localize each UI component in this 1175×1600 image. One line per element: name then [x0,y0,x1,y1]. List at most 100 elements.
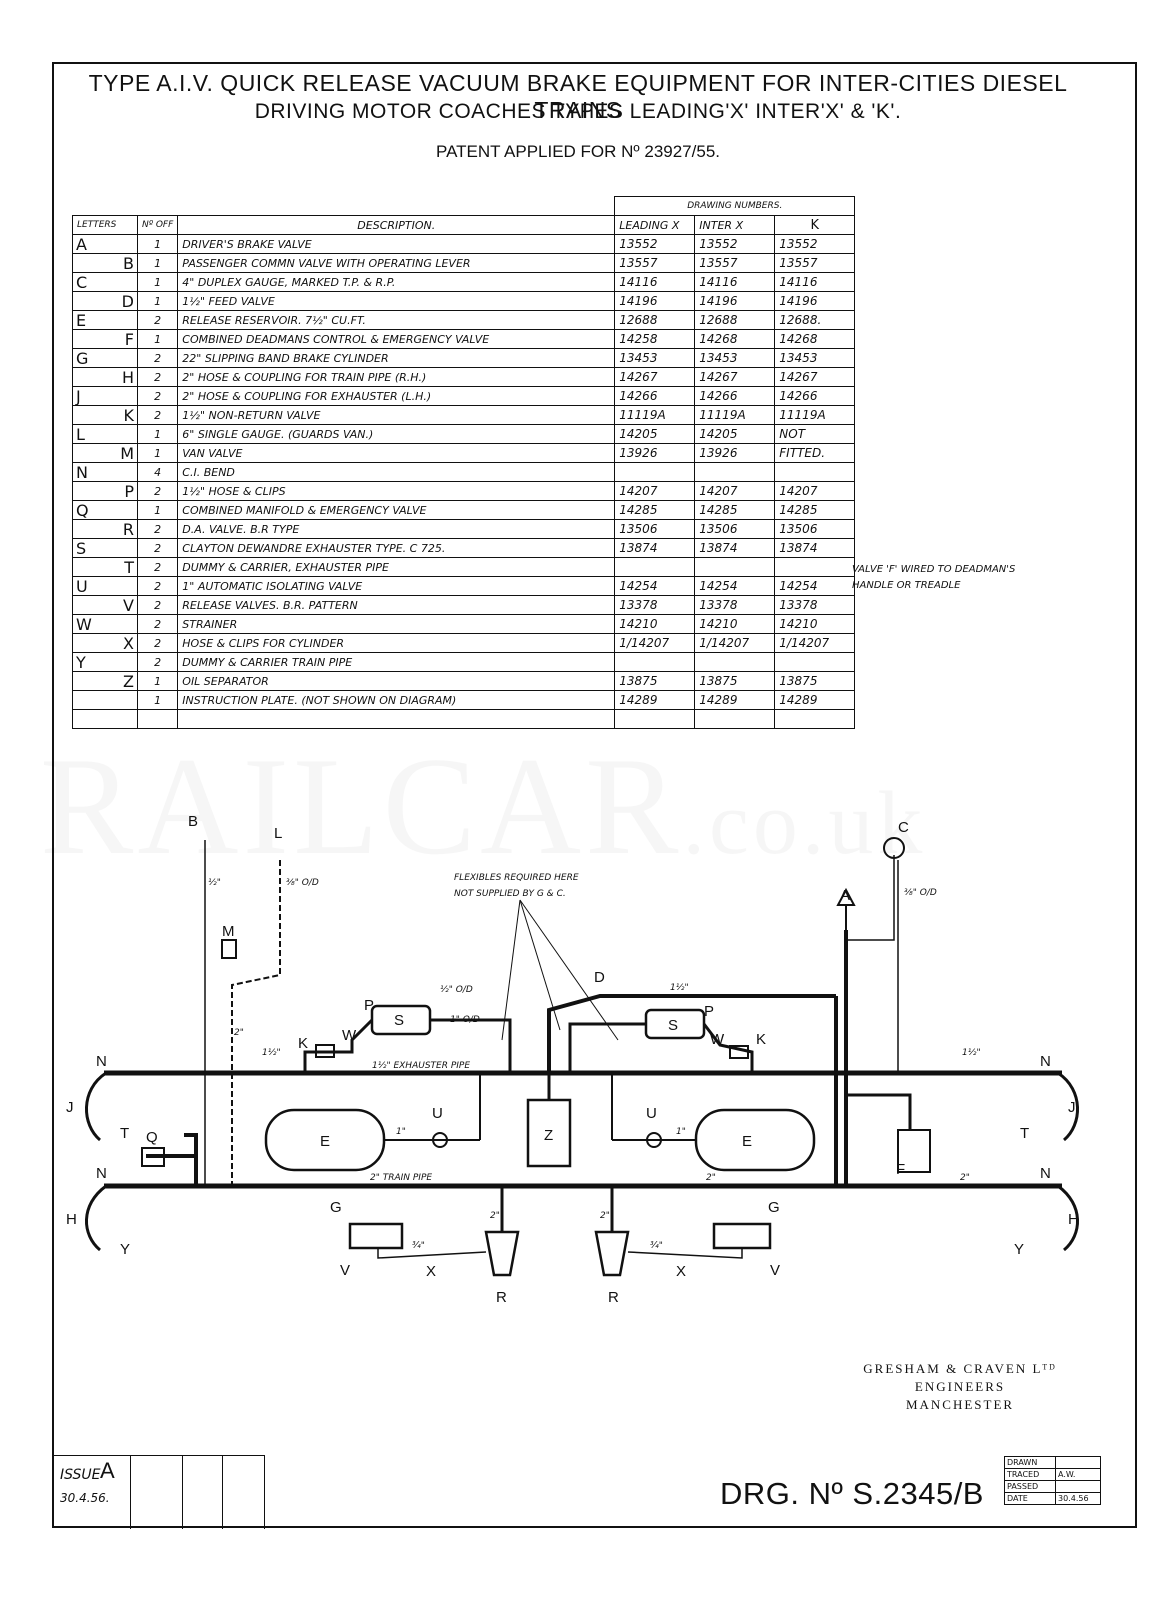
size-half-left-exh: 1½" [262,1048,281,1058]
label-e-left: E [320,1133,330,1150]
manifold-valve-q [141,1147,165,1167]
label-b: B [188,813,198,830]
drawing-border [52,62,1137,1528]
cell-leading: 14205 [614,424,696,444]
patent-line: PATENT APPLIED FOR Nº 23927/55. [436,142,720,161]
cell-letter: G [72,348,138,368]
issue-letter: A [100,1458,115,1483]
label-d: D [594,969,605,986]
cell-leading: 14267 [614,367,696,387]
label-e-right: E [742,1133,752,1150]
flex-note-line2: NOT SUPPLIED BY G & C. [454,889,566,899]
feed-pipe [547,994,836,1073]
table-row [72,709,856,729]
label-a: A [840,887,850,904]
cell-desc: 2" HOSE & COUPLING FOR EXHAUSTER (L.H.) [177,386,616,406]
label-j-left: J [66,1099,74,1116]
pipe-l [231,860,281,1186]
cell-desc: PASSENGER COMMN VALVE WITH OPERATING LEV… [177,253,616,273]
train-pipe-label: 2" TRAIN PIPE [370,1173,432,1183]
signoff-label: DATE [1004,1492,1056,1505]
cell-desc: DUMMY & CARRIER, EXHAUSTER PIPE [177,557,616,577]
label-p-right: P [704,1003,714,1020]
hose-x-right [627,1248,743,1259]
size-one-left: 1" [396,1127,406,1137]
size-half-b: ½" [208,878,221,888]
cell-k: 12688. [774,310,856,330]
cell-leading: 13874 [614,538,696,558]
label-v-left: V [340,1262,350,1279]
isolating-valve-u-left [432,1132,448,1148]
label-n-3: N [96,1165,107,1182]
cell-inter: 14285 [694,500,776,520]
non-return-valve-k-left [315,1044,335,1058]
label-p-left: P [364,997,374,1014]
cell-leading: 13926 [614,443,696,463]
label-s-left: S [394,1012,404,1029]
duplex-gauge-c [883,837,905,859]
hose-x-left [377,1248,487,1259]
label-f: F [896,1161,905,1178]
reservoir-e-right [694,1108,816,1172]
exhauster-pipe-label: 1½" EXHAUSTER PIPE [372,1061,470,1071]
signoff-row: PASSED [1004,1480,1101,1493]
label-c: C [898,819,909,836]
hose-j-right [1057,1071,1079,1142]
cell-leading: 14266 [614,386,696,406]
label-w-right: W [710,1031,725,1048]
cell-inter: 13552 [694,234,776,254]
size-2-far-right: 2" [960,1173,970,1183]
label-x-right: X [676,1263,686,1280]
cell-desc: HOSE & CLIPS FOR CYLINDER [177,633,616,653]
title-line-1: TYPE A.I.V. QUICK RELEASE VACUUM BRAKE E… [88,70,1068,123]
signoff-label: TRACED [1004,1468,1056,1481]
label-x-left: X [426,1263,436,1280]
cell-leading: 13557 [614,253,696,273]
drawing-number: DRG. Nº S.2345/B [720,1476,984,1511]
cell-leading: 13378 [614,595,696,615]
non-return-valve-k-right [729,1045,749,1059]
size-od-l: ⅜" O/D [286,878,319,888]
label-j-right: J [1068,1099,1076,1116]
signoff-label: DRAWN [1004,1456,1056,1469]
cell-inter: 14267 [694,367,776,387]
cell-k: FITTED. [774,443,856,463]
cell-no: 2 [136,367,179,387]
label-l: L [274,825,282,842]
label-s-right: S [668,1017,678,1034]
issue-date: 30.4.56. [60,1491,110,1505]
size-half-od: ½" O/D [440,985,473,995]
label-h-right: H [1068,1211,1079,1228]
label-n-1: N [96,1053,107,1070]
cell-k: 13874 [774,538,856,558]
label-k-right: K [756,1031,766,1048]
cell-inter: 13453 [694,348,776,368]
label-y-left: Y [120,1241,130,1258]
label-q: Q [146,1129,158,1146]
cell-k: 13506 [774,519,856,539]
signoff-label: PASSED [1004,1480,1056,1493]
size-three-quarter-left: ¾" [412,1241,425,1251]
signoff-value: A.W. [1055,1468,1101,1481]
label-g-right: G [768,1199,780,1216]
label-k-left: K [298,1035,308,1052]
label-t-right: T [1020,1125,1029,1142]
leading-header: LEADING X [614,215,696,235]
issue-box: ISSUE A 30.4.56. [52,1455,265,1529]
cell-desc: 1½" NON-RETURN VALVE [177,405,616,425]
cell-leading: 14289 [614,690,696,710]
cell-no: 2 [136,614,179,634]
title-line-2: DRIVING MOTOR COACHES TYPES LEADING'X' I… [254,100,902,123]
cell-k: 14207 [774,481,856,501]
cell-inter: 14254 [694,576,776,596]
